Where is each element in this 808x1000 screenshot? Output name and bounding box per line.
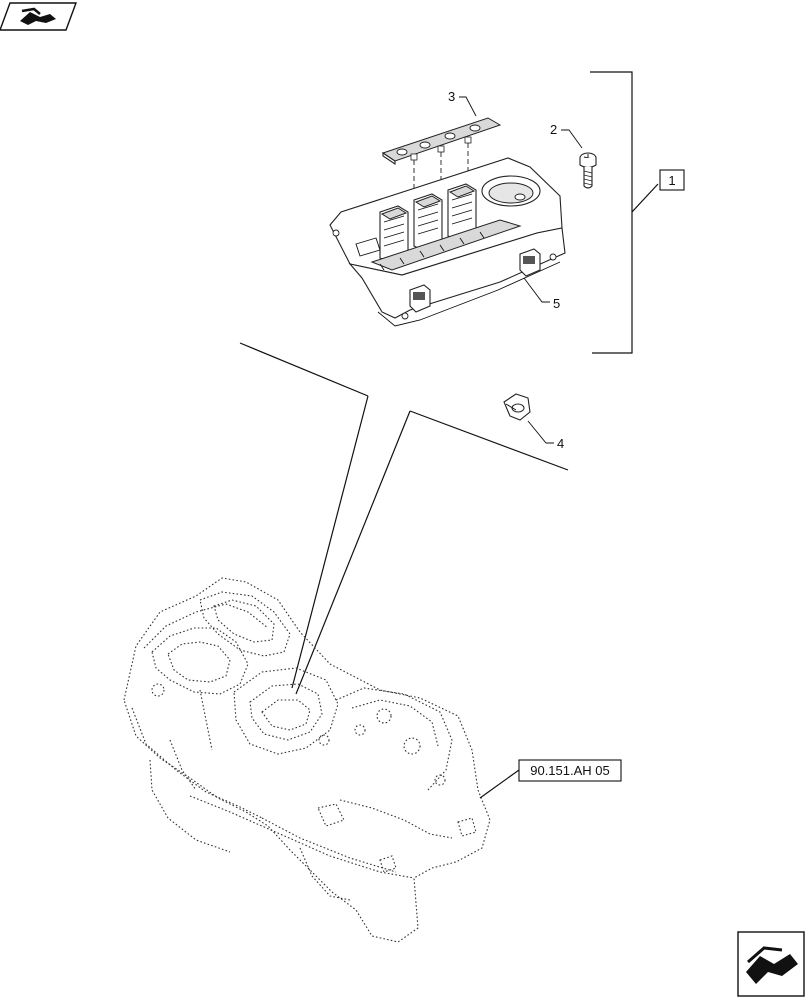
reference-link[interactable]: 90.151.AH 05 [479,759,622,799]
callout-5[interactable]: 5 [523,277,560,311]
callout-1[interactable]: 1 [659,169,685,191]
console-outline [123,577,491,943]
callout-5-label: 5 [553,296,560,311]
callout-3[interactable]: 3 [448,89,477,117]
callout-2-label: 2 [550,122,557,137]
navigate-prev-icon[interactable] [0,2,78,31]
reference-label: 90.151.AH 05 [530,763,610,778]
callout-4[interactable]: 4 [527,420,564,451]
navigate-next-icon[interactable] [737,931,805,997]
switch-plate-part [381,117,502,166]
assembly-bracket [590,71,659,354]
screw-part [579,152,597,189]
clip-part [503,393,531,421]
callout-1-label: 1 [668,173,675,188]
callout-3-label: 3 [448,89,455,104]
zoom-leader-lines [239,342,569,695]
callout-4-label: 4 [557,436,564,451]
switch-panel-part [329,157,566,327]
callout-2[interactable]: 2 [550,122,583,149]
